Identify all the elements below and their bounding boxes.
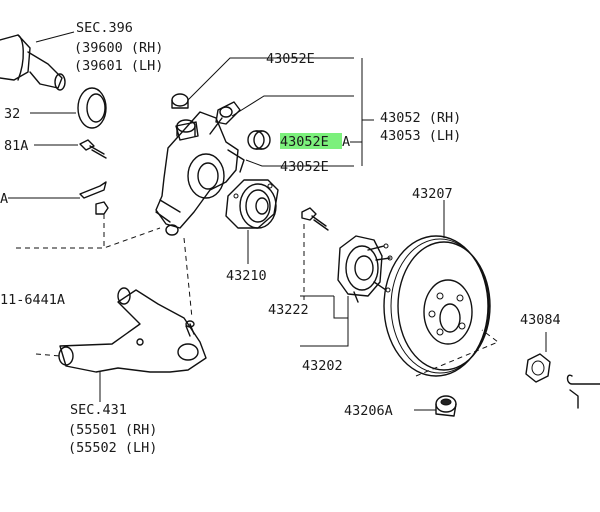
steering-knuckle (155, 111, 245, 236)
oil-seal (30, 87, 107, 129)
leader-43202-group (300, 224, 349, 347)
label-32: 32 (4, 106, 20, 122)
label-43052e-low: 43052E (280, 159, 329, 175)
upper-link (171, 93, 241, 137)
label-43222: 43222 (268, 302, 309, 318)
label-43084: 43084 (520, 312, 561, 328)
label-55501: (55501 (RH) (68, 422, 157, 438)
knuckle-nut (16, 201, 161, 249)
bushing-43052e (247, 130, 271, 150)
cotter-pin (566, 374, 600, 409)
label-39601: (39601 (LH) (74, 58, 163, 74)
label-sec396: SEC.396 (76, 20, 133, 36)
lower-arm (35, 237, 207, 402)
label-43052e-top: 43052E (266, 51, 315, 67)
wheel-hub (337, 235, 393, 303)
nut-43084 (525, 332, 551, 383)
clip-a (8, 181, 107, 199)
brake-rotor (383, 200, 500, 377)
label-43207: 43207 (412, 186, 453, 202)
highlight-43052e (280, 133, 342, 149)
bolt-81a (34, 139, 107, 159)
label-6441a: 11-6441A (0, 292, 65, 308)
label-a: A (0, 191, 8, 207)
label-39600: (39600 (RH) (74, 40, 163, 56)
label-43202: 43202 (302, 358, 343, 374)
drive-shaft (0, 31, 75, 91)
label-43052-rh: 43052 (RH) (380, 110, 461, 126)
labels: SEC.396 (39600 (RH) (39601 (LH) 32 81A A… (0, 20, 561, 456)
label-43052e-mid-suffix: A (342, 134, 350, 150)
label-sec431: SEC.431 (70, 402, 127, 418)
label-55502: (55502 (LH) (68, 440, 157, 456)
label-81a: 81A (4, 138, 28, 154)
label-43053-lh: 43053 (LH) (380, 128, 461, 144)
hub-bearing (225, 179, 279, 264)
label-43206a: 43206A (344, 403, 393, 419)
label-43052e-mid: 43052E (280, 134, 329, 150)
hub-bolt (301, 207, 329, 231)
hub-cap (414, 395, 457, 417)
label-43210: 43210 (226, 268, 267, 284)
leader-43052-group (187, 57, 374, 167)
